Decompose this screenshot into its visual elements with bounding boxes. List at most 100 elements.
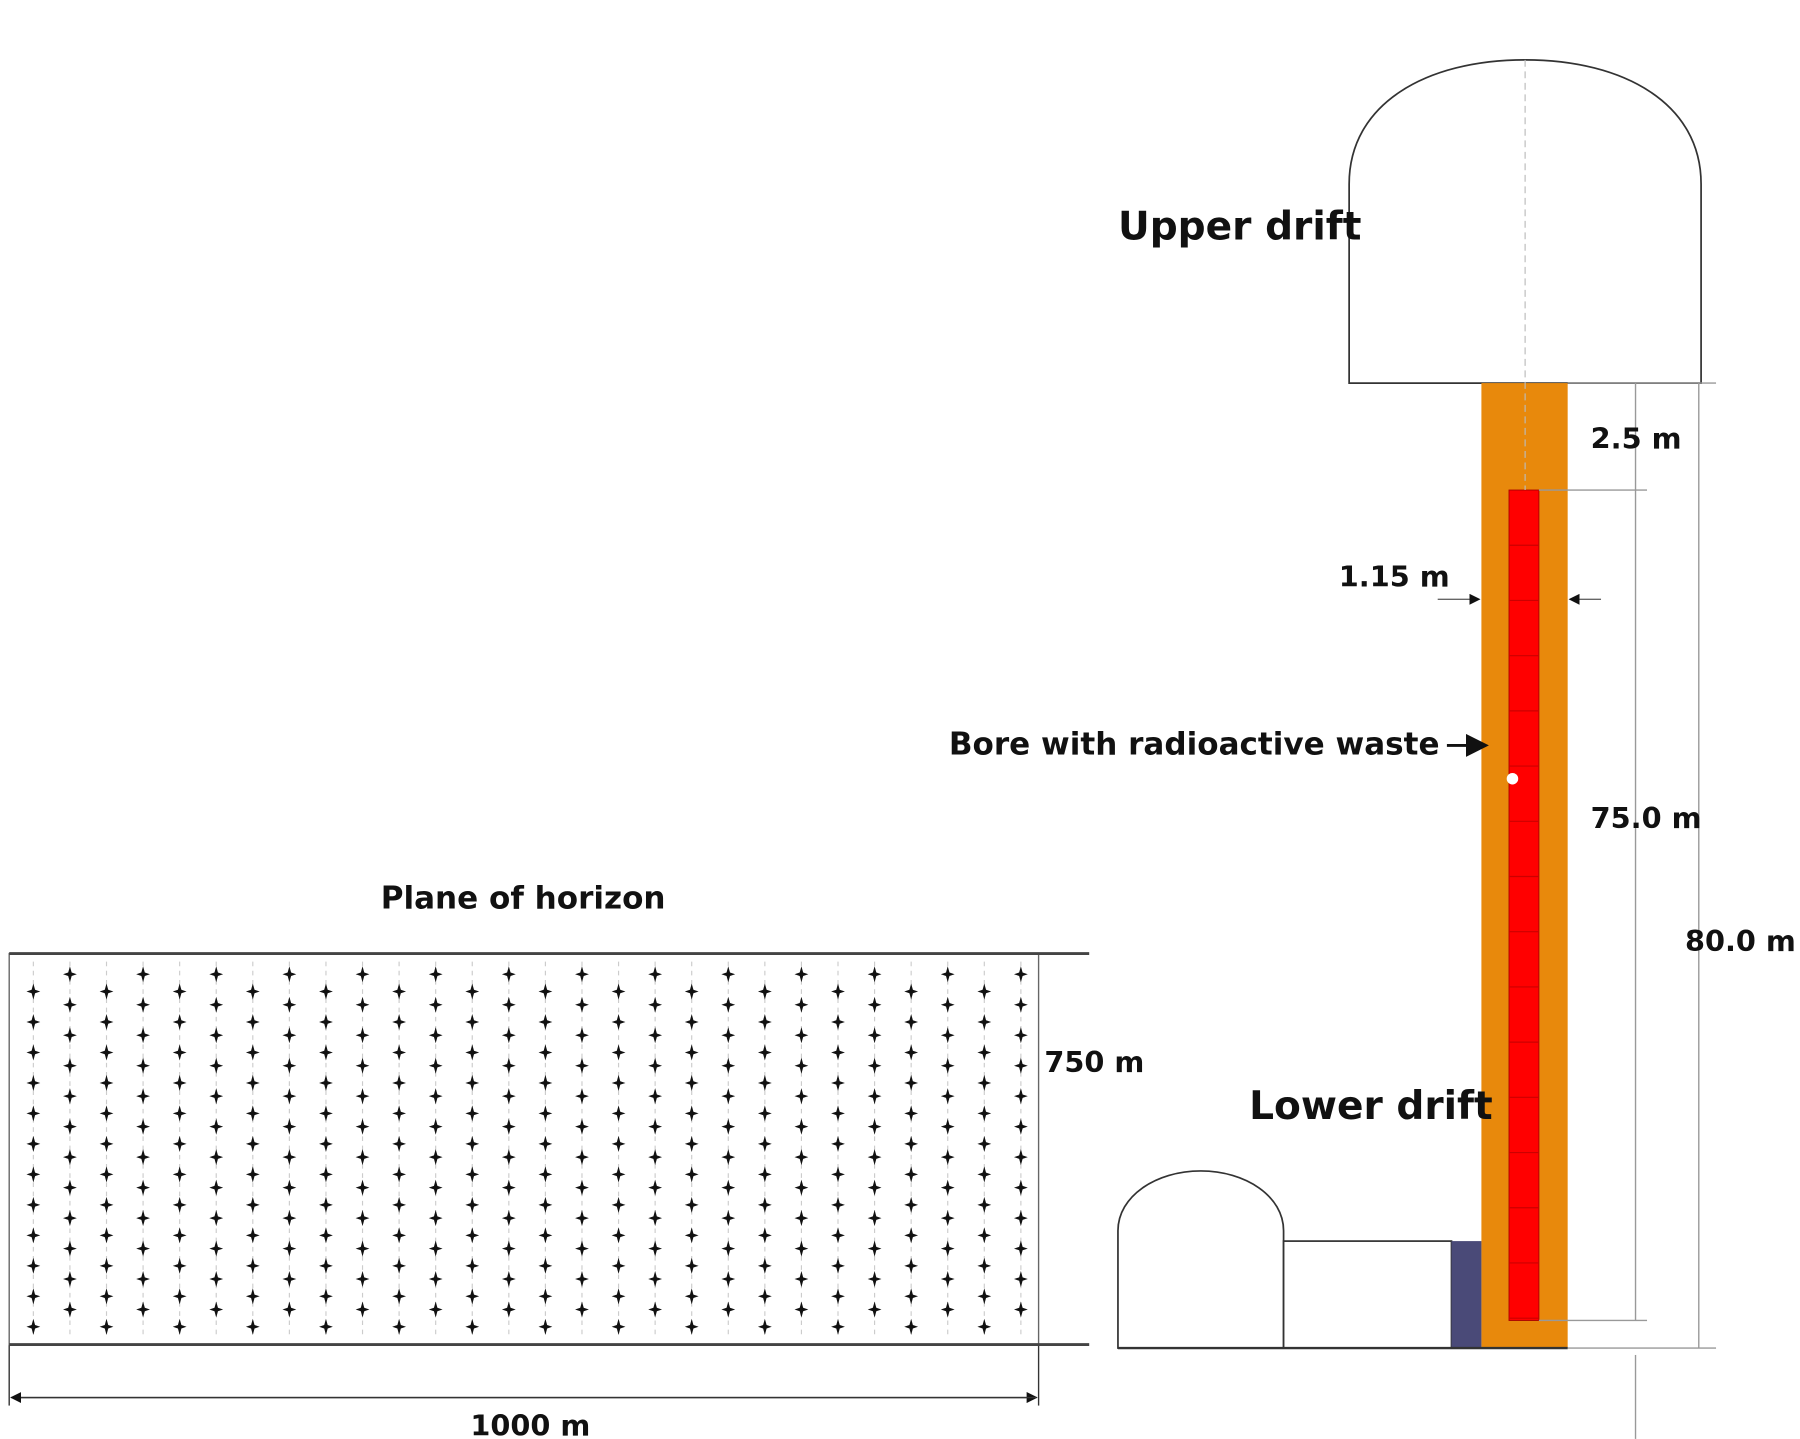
borehole-marker bbox=[465, 1105, 480, 1122]
borehole-marker bbox=[392, 1105, 407, 1122]
borehole-marker bbox=[940, 1118, 955, 1135]
borehole-marker bbox=[465, 1074, 480, 1092]
borehole-marker bbox=[831, 1227, 845, 1244]
borehole-marker bbox=[867, 1118, 882, 1135]
borehole-marker bbox=[648, 1088, 663, 1105]
borehole-marker bbox=[684, 1105, 699, 1122]
bore-label: Bore with radioactive waste bbox=[949, 727, 1440, 763]
borehole-marker bbox=[63, 1057, 77, 1074]
borehole-marker bbox=[721, 1118, 736, 1135]
borehole-marker bbox=[136, 1210, 150, 1227]
borehole-marker bbox=[136, 1179, 150, 1196]
borehole-marker bbox=[245, 1044, 260, 1061]
borehole-marker bbox=[355, 1240, 370, 1257]
borehole-marker bbox=[26, 1196, 41, 1213]
borehole-marker bbox=[1013, 1118, 1028, 1135]
borehole-marker bbox=[721, 1057, 736, 1074]
borehole-marker bbox=[611, 1288, 626, 1305]
borehole-marker bbox=[392, 1318, 407, 1335]
borehole-marker bbox=[611, 1196, 626, 1213]
borehole-marker bbox=[172, 1013, 187, 1031]
borehole-marker bbox=[209, 1118, 224, 1135]
borehole-marker bbox=[99, 1227, 114, 1244]
borehole-marker bbox=[575, 1088, 589, 1105]
borehole-marker bbox=[355, 1210, 370, 1227]
borehole-marker bbox=[63, 996, 77, 1013]
borehole-marker bbox=[465, 1318, 480, 1335]
borehole-marker bbox=[794, 996, 809, 1013]
borehole-marker bbox=[136, 1240, 150, 1257]
borehole-marker bbox=[940, 1088, 955, 1105]
borehole-marker bbox=[794, 966, 809, 983]
borehole-marker bbox=[428, 1210, 443, 1227]
borehole-marker bbox=[465, 1196, 480, 1213]
borehole-marker bbox=[282, 1149, 297, 1166]
borehole-marker bbox=[209, 1057, 224, 1074]
borehole-marker bbox=[63, 1210, 77, 1227]
borehole-marker bbox=[757, 1196, 772, 1213]
borehole-marker bbox=[392, 1135, 407, 1152]
borehole-marker bbox=[684, 1013, 699, 1031]
borehole-marker bbox=[904, 1288, 919, 1305]
borehole-marker bbox=[684, 1044, 699, 1061]
borehole-marker bbox=[1013, 1240, 1028, 1257]
borehole-marker bbox=[172, 983, 187, 1000]
borehole-marker bbox=[245, 1318, 260, 1335]
borehole-marker bbox=[282, 996, 297, 1013]
borehole-marker bbox=[831, 1105, 845, 1122]
borehole-marker bbox=[136, 996, 150, 1013]
borehole-marker bbox=[575, 1149, 589, 1166]
borehole-marker bbox=[465, 983, 480, 1000]
borehole-marker bbox=[1013, 1149, 1028, 1166]
borehole-marker bbox=[26, 1166, 41, 1183]
borehole-marker bbox=[428, 1088, 443, 1105]
borehole-marker bbox=[63, 1149, 77, 1166]
borehole-marker bbox=[831, 983, 845, 1000]
borehole-marker bbox=[904, 1105, 919, 1122]
borehole-marker bbox=[575, 1271, 589, 1288]
borehole-marker bbox=[904, 1166, 919, 1183]
borehole-marker bbox=[26, 1135, 41, 1152]
borehole-marker bbox=[1013, 1271, 1028, 1288]
borehole-marker bbox=[648, 1179, 663, 1196]
borehole-marker bbox=[940, 1179, 955, 1196]
borehole-marker bbox=[611, 1257, 626, 1274]
borehole-marker bbox=[465, 1288, 480, 1305]
borehole-marker bbox=[1013, 1057, 1028, 1074]
borehole-marker bbox=[501, 1301, 516, 1318]
borehole-marker bbox=[648, 1118, 663, 1135]
borehole-marker bbox=[282, 1118, 297, 1135]
borehole-marker bbox=[501, 1210, 516, 1227]
borehole-marker bbox=[501, 1240, 516, 1257]
borehole-marker bbox=[319, 1044, 333, 1061]
borehole-marker bbox=[392, 1257, 407, 1274]
borehole-marker bbox=[538, 1257, 553, 1274]
borehole-marker bbox=[538, 1318, 553, 1335]
borehole-marker bbox=[721, 1149, 736, 1166]
borehole-marker bbox=[63, 966, 77, 983]
borehole-marker bbox=[428, 966, 443, 983]
borehole-marker bbox=[136, 1118, 150, 1135]
plane-box bbox=[8, 952, 1040, 1346]
borehole-marker bbox=[684, 1288, 699, 1305]
borehole-marker bbox=[245, 983, 260, 1000]
borehole-marker bbox=[99, 1135, 114, 1152]
borehole-marker bbox=[867, 1301, 882, 1318]
borehole-marker bbox=[611, 1013, 626, 1031]
borehole-marker bbox=[319, 1135, 333, 1152]
borehole-marker bbox=[977, 1166, 992, 1183]
borehole-marker bbox=[831, 1257, 845, 1274]
borehole-marker bbox=[99, 1105, 114, 1122]
borehole-marker bbox=[172, 1257, 187, 1274]
borehole-marker bbox=[501, 1088, 516, 1105]
borehole-marker bbox=[355, 1149, 370, 1166]
borehole-marker bbox=[831, 1318, 845, 1335]
borehole-marker bbox=[538, 1013, 553, 1031]
borehole-marker bbox=[319, 1257, 333, 1274]
borehole-marker bbox=[172, 1196, 187, 1213]
borehole-marker bbox=[940, 1271, 955, 1288]
borehole-marker bbox=[904, 983, 919, 1000]
borehole-marker bbox=[977, 983, 992, 1000]
borehole-marker bbox=[319, 1013, 333, 1031]
borehole-marker bbox=[611, 1166, 626, 1183]
